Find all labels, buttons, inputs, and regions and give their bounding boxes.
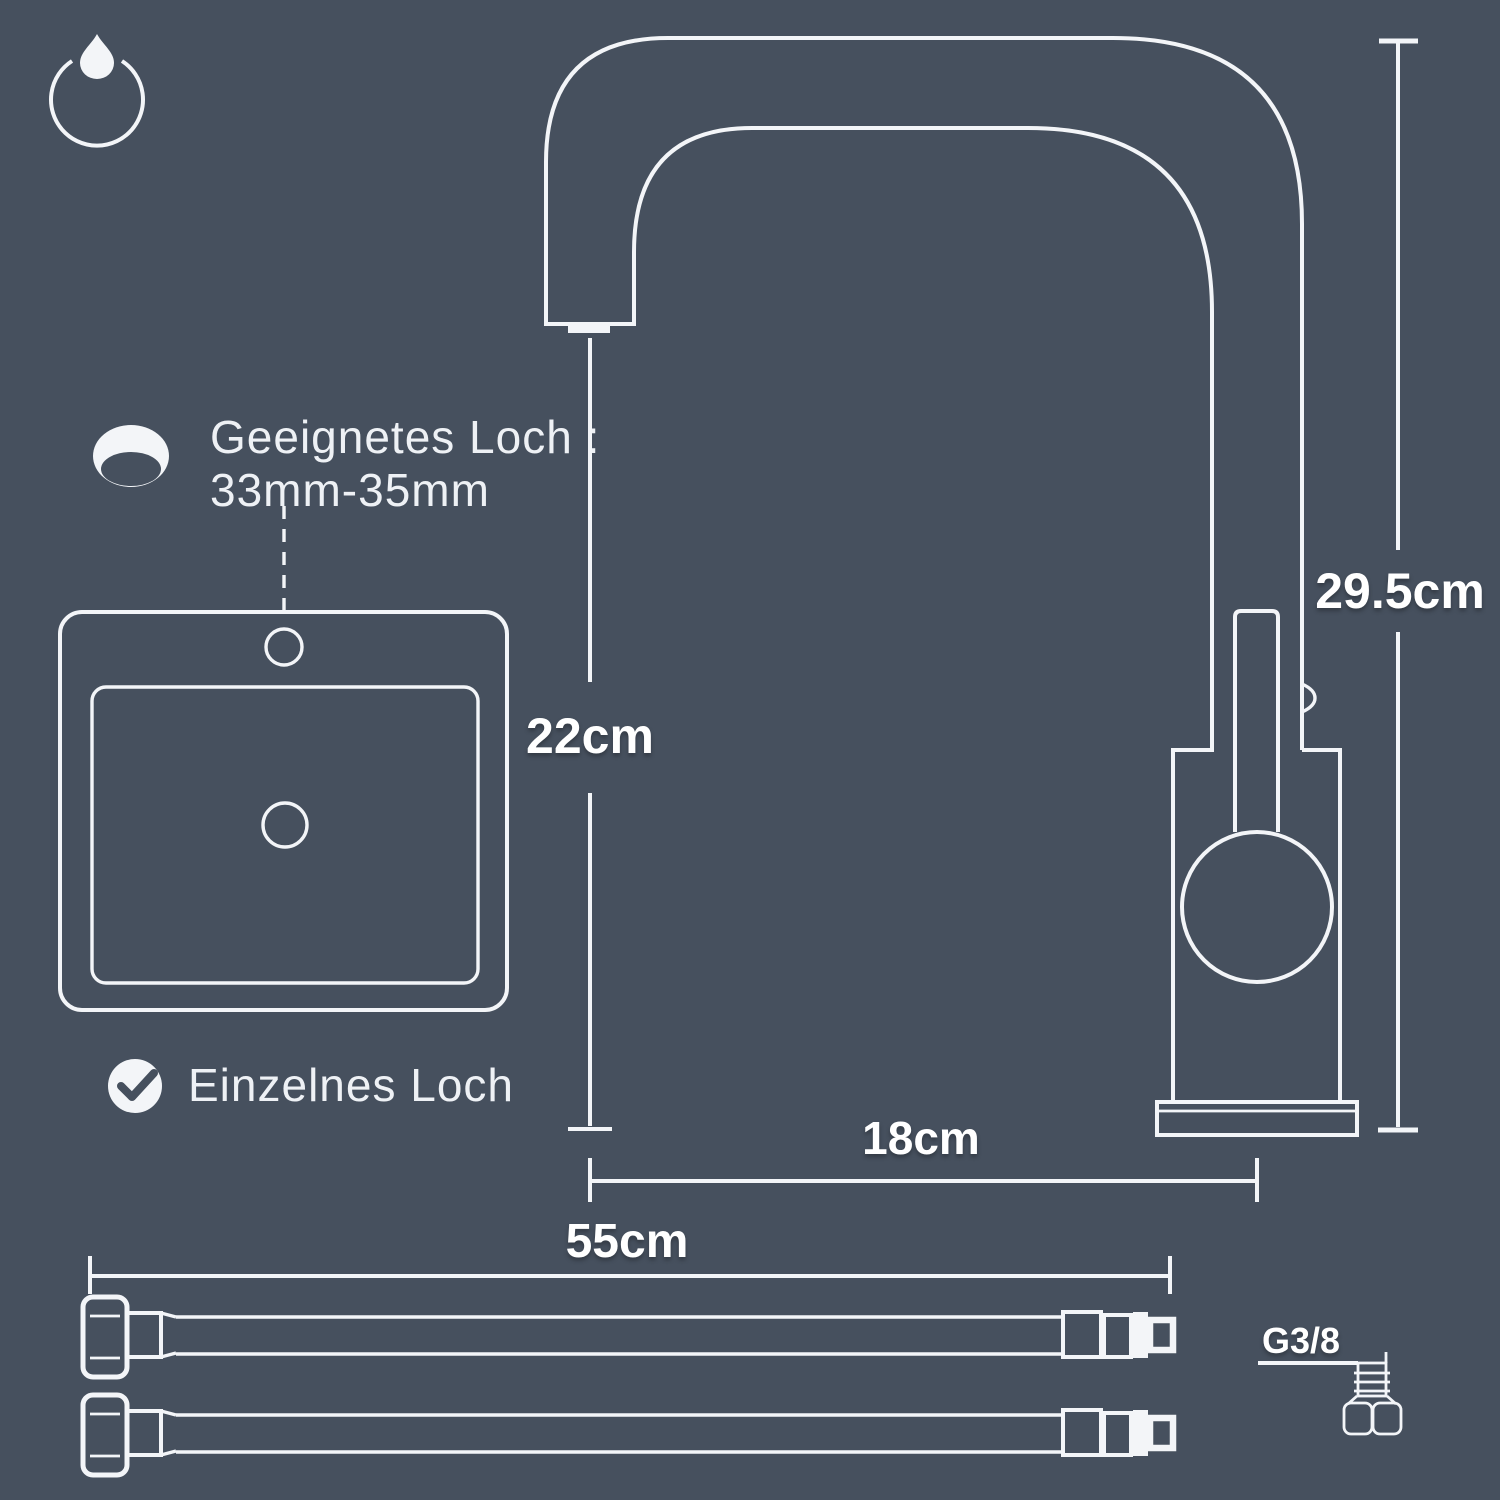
dimension-label-18cm: 18cm <box>862 1112 980 1164</box>
dimension-overall-height: 29.5cm <box>1315 38 1485 1133</box>
single-hole-label: Einzelnes Loch <box>188 1059 514 1111</box>
faucet-handle-lever <box>1233 609 1280 832</box>
hose-nut <box>80 1294 130 1380</box>
thread-size-label: G3/8 <box>1262 1320 1340 1361</box>
spout-inner-line <box>632 126 1214 750</box>
faucet-hole <box>264 627 304 667</box>
dimension-label-29-5cm: 29.5cm <box>1315 563 1485 619</box>
dimension-spout-reach: 18cm <box>588 1112 1259 1202</box>
sink-top-view-drawing <box>58 610 509 1012</box>
hose-collar <box>125 1409 163 1457</box>
drain-hole <box>261 801 309 849</box>
faucet-base <box>1155 1100 1359 1137</box>
dimension-hose-length: 55cm <box>88 1215 1172 1294</box>
faucet-body <box>1171 748 1342 1102</box>
check-icon <box>108 1059 162 1113</box>
suitable-hole-label-line2: 33mm-35mm <box>210 464 490 516</box>
countertop-hole-icon <box>93 425 169 487</box>
handle-ball-joint <box>1180 830 1334 984</box>
handle-joint-clip <box>1301 682 1317 714</box>
dimension-label-22cm: 22cm <box>526 708 654 764</box>
thread-size-note: G3/8 <box>1258 1320 1403 1436</box>
hose-drawing-2 <box>80 1392 1177 1478</box>
hose-end-fitting <box>1061 1408 1103 1457</box>
dimension-label-55cm: 55cm <box>566 1215 689 1268</box>
thread-fitting-icon <box>1342 1352 1403 1436</box>
single-hole-note: Einzelnes Loch <box>108 1059 514 1113</box>
spout-outer-line <box>544 36 1304 750</box>
dimension-spout-height: 22cm <box>526 338 654 1131</box>
hose-collar <box>125 1311 163 1359</box>
suitable-hole-note: Geeignetes Loch : 33mm-35mm <box>93 411 600 611</box>
hose-drawing-1 <box>80 1294 1177 1380</box>
faucet-drawing <box>544 36 1359 1137</box>
suitable-hole-label-line1: Geeignetes Loch : <box>210 411 600 463</box>
spout-nozzle <box>568 324 610 333</box>
hose-end-fitting <box>1061 1310 1103 1359</box>
water-drop-logo-icon <box>49 34 145 148</box>
hose-nut <box>80 1392 130 1478</box>
